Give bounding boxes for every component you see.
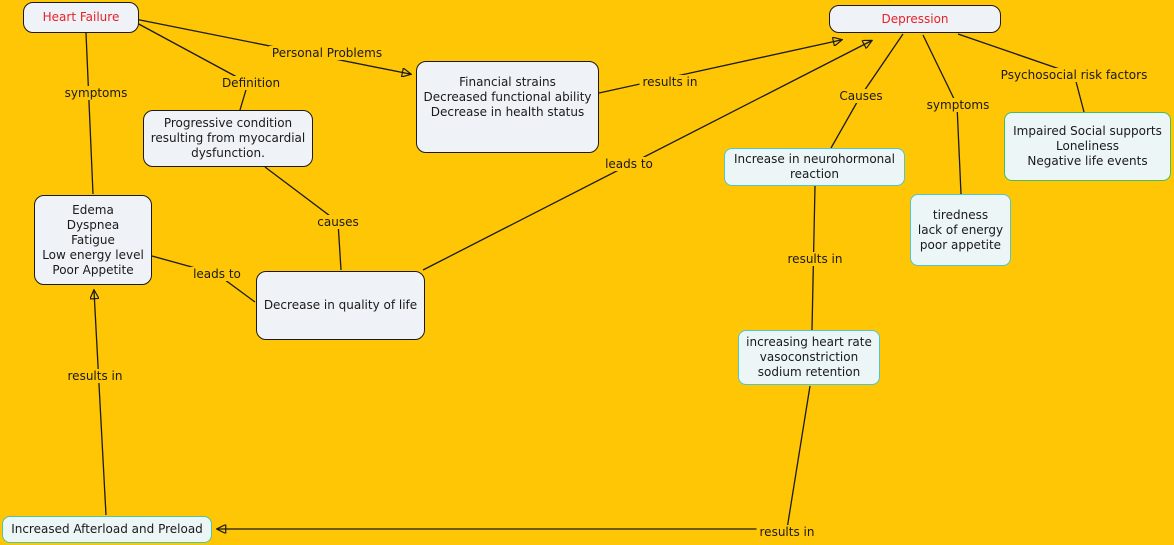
link-label-personal-problems[interactable]: Personal Problems: [268, 46, 386, 60]
link-label-definition[interactable]: Definition: [218, 76, 284, 90]
edge-heartfailure-symptoms-edema: [85, 32, 94, 195]
link-label-psychosocial[interactable]: Psychosocial risk factors: [997, 68, 1151, 82]
edge-heartrate-resultsin-afterload: [218, 385, 811, 529]
node-afterload-preload[interactable]: Increased Afterload and Preload: [2, 516, 212, 543]
edge-depression-symptoms-tiredness: [922, 34, 962, 195]
link-label-causes-right[interactable]: Causes: [836, 89, 886, 103]
link-label-leads-to-left[interactable]: leads to: [190, 267, 244, 281]
node-neurohormonal-reaction[interactable]: Increase in neurohormonal reaction: [724, 148, 905, 186]
node-social-supports[interactable]: Impaired Social supports Loneliness Nega…: [1004, 112, 1171, 181]
node-quality-of-life[interactable]: Decrease in quality of life: [256, 271, 425, 340]
node-progressive-condition[interactable]: Progressive condition resulting from myo…: [143, 110, 313, 167]
link-label-symptoms-left[interactable]: symptoms: [61, 86, 131, 100]
node-heart-failure[interactable]: Heart Failure: [23, 2, 139, 33]
link-label-leads-to-upper[interactable]: leads to: [602, 157, 656, 171]
link-label-results-in-mid[interactable]: results in: [784, 252, 846, 266]
node-edema-symptoms[interactable]: Edema Dyspnea Fatigue Low energy level P…: [34, 195, 152, 285]
node-heart-rate[interactable]: increasing heart rate vasoconstriction s…: [738, 330, 880, 385]
node-depression[interactable]: Depression: [829, 5, 1001, 33]
link-label-results-in-top[interactable]: results in: [639, 75, 701, 89]
link-label-symptoms-right[interactable]: symptoms: [923, 98, 993, 112]
link-label-results-in-bottom[interactable]: results in: [756, 525, 818, 539]
link-label-results-in-left[interactable]: results in: [64, 369, 126, 383]
node-financial-strains[interactable]: Financial strains Decreased functional a…: [416, 61, 599, 153]
link-label-causes-left[interactable]: causes: [314, 215, 362, 229]
node-tiredness[interactable]: tiredness lack of energy poor appetite: [910, 194, 1011, 266]
edge-heartfailure-definition-progressive: [134, 21, 249, 111]
edge-financial-resultsin-depression: [598, 40, 841, 94]
edge-afterload-resultsin-edema: [94, 291, 107, 516]
edge-qualityoflife-leadsto-depression: [422, 41, 871, 271]
